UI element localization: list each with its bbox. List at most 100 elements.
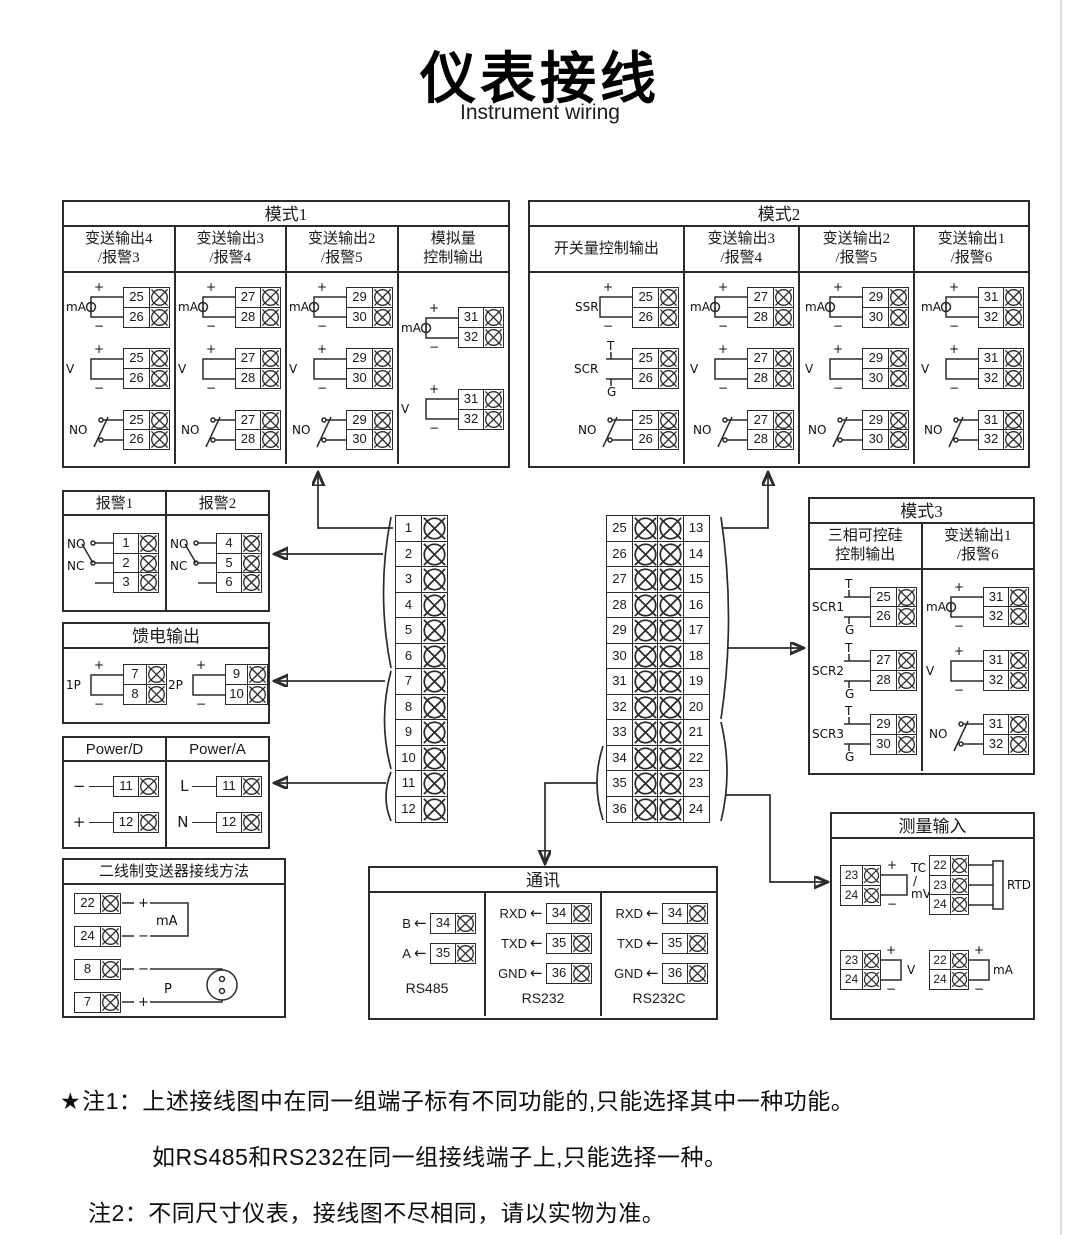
terminal-row: 31	[457, 307, 504, 329]
terminal-number: 36	[545, 963, 573, 984]
screw-terminal-icon	[631, 591, 659, 619]
voltage-input-group-wire-icon: +−V	[880, 941, 925, 999]
screw-terminal-icon	[99, 893, 121, 914]
svg-text:SCR2: SCR2	[812, 664, 844, 678]
terminal-number: 9	[395, 719, 422, 746]
strip-row: 5	[395, 617, 448, 644]
svg-text:SSR: SSR	[575, 300, 599, 314]
wire-SSR-icon: +−SSR	[574, 278, 633, 336]
screw-terminal-icon	[657, 770, 684, 797]
brace-right-2	[720, 721, 728, 822]
screw-terminal-icon	[420, 693, 448, 721]
brace-left-1	[382, 516, 392, 669]
transmitter-loop-drawing: + − − + mA P	[122, 896, 238, 1010]
screw-terminal-icon	[772, 348, 794, 370]
screw-terminal-icon	[657, 566, 684, 593]
wire-V-icon: +−V	[177, 340, 235, 398]
terminal-number: 34	[606, 744, 633, 772]
wire-mA-icon: +−mA	[65, 278, 123, 336]
svg-text:−: −	[718, 319, 728, 333]
screw-terminal-icon	[657, 306, 679, 328]
measure-input-title: 测量输入	[832, 814, 1033, 839]
svg-text:/: /	[913, 874, 918, 888]
brace-left-3	[385, 771, 392, 822]
terminal-number: 8	[123, 683, 147, 705]
terminal-row: 24	[928, 894, 969, 916]
terminal-row: 28	[234, 306, 281, 328]
terminal-number: 23	[840, 949, 863, 971]
wire-NO-icon: NO	[177, 401, 235, 459]
terminal-number: 24	[682, 795, 710, 823]
svg-text:V: V	[690, 362, 699, 376]
wire-V-icon: +−V	[925, 642, 983, 700]
terminal-row: 30	[862, 306, 909, 328]
note-2-text: 不同尺寸仪表，接线图不尽相同，请以实物为准。	[148, 1200, 666, 1226]
terminal-row: 11	[112, 776, 159, 798]
comm-standard-label: RS232	[521, 990, 565, 1006]
terminal-number: 31	[982, 714, 1010, 735]
sign-label: −	[138, 962, 149, 977]
terminal-number: 9	[224, 664, 249, 686]
screw-terminal-icon	[420, 591, 448, 619]
screw-terminal-icon	[1008, 669, 1029, 691]
alarm-title: 报警1	[64, 492, 165, 516]
terminal-number: 24	[840, 884, 863, 906]
terminal-number: 22	[682, 744, 710, 772]
terminal-number: 29	[862, 287, 890, 308]
terminal-row: 27	[234, 287, 281, 308]
svg-text:T: T	[844, 704, 853, 718]
signal-label: B	[402, 916, 411, 931]
comm-row: A←35	[378, 943, 477, 964]
terminal-row: 27	[747, 409, 794, 431]
wire-V-icon: +−V	[689, 340, 748, 398]
mode3-column-header: 三相可控硅 控制输出	[810, 524, 921, 570]
terminal-number: 3	[395, 566, 422, 593]
svg-text:+: +	[974, 943, 984, 957]
current-input-group-wire-icon: +−mA	[969, 941, 1017, 999]
terminal-number: 28	[234, 367, 262, 389]
terminal-row: 30	[346, 429, 393, 450]
svg-text:NO: NO	[929, 727, 947, 741]
screw-terminal-icon	[950, 969, 969, 990]
strip-row: 3	[395, 566, 448, 593]
terminal-row: 24	[840, 884, 881, 906]
screw-terminal-icon	[861, 969, 881, 990]
power-column-1: Power/D−11+12	[64, 738, 167, 847]
screw-terminal-icon	[631, 617, 659, 644]
terminal-row: 30	[870, 733, 917, 755]
screw-terminal-icon	[657, 744, 684, 772]
screw-terminal-icon	[571, 963, 593, 984]
terminal-row: 26	[123, 306, 170, 328]
terminal-row: 11	[215, 776, 262, 798]
svg-text:−: −	[954, 683, 964, 697]
svg-text:V: V	[926, 664, 935, 678]
comm-standard-label: RS232C	[632, 990, 686, 1006]
svg-text:SCR3: SCR3	[812, 727, 844, 741]
screw-terminal-icon	[260, 409, 281, 431]
comm-row: GND←36	[494, 963, 593, 984]
wire-V-icon: +−V	[804, 340, 863, 398]
terminal-row: 32	[457, 326, 504, 348]
